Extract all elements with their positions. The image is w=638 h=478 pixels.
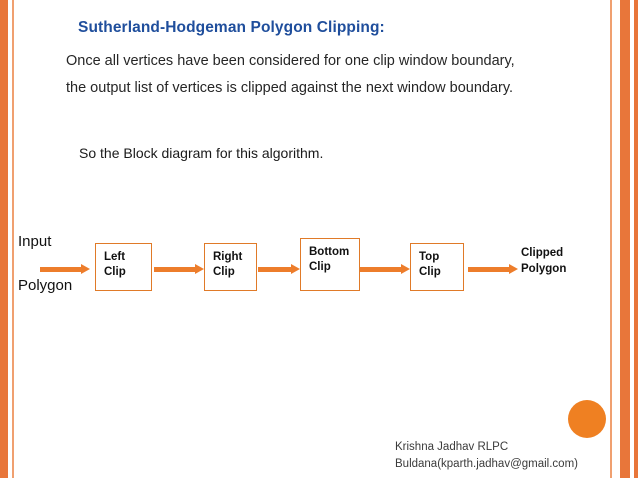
block-bottom-clip-line1: Bottom bbox=[309, 246, 350, 258]
right-border-line bbox=[610, 0, 612, 478]
arrow-left-to-right-clip bbox=[154, 264, 204, 274]
right-border-outer bbox=[634, 0, 638, 478]
output-label: Clipped Polygon bbox=[521, 245, 566, 277]
input-label-line1: Input bbox=[18, 233, 52, 250]
footer-line2: Buldana(kparth.jadhav@gmail.com) bbox=[395, 458, 578, 470]
output-label-line1: Clipped bbox=[521, 247, 564, 259]
block-right-clip-line2: Clip bbox=[213, 266, 235, 278]
block-left-clip-line2: Clip bbox=[104, 266, 126, 278]
subtext-paragraph: So the Block diagram for this algorithm. bbox=[79, 145, 324, 161]
block-top-clip: Top Clip bbox=[410, 243, 464, 291]
body-paragraph: Once all vertices have been considered f… bbox=[66, 53, 515, 96]
left-border-line bbox=[12, 0, 14, 478]
arrow-right-to-bottom-clip bbox=[258, 264, 300, 274]
block-left-clip-line1: Left bbox=[104, 251, 126, 263]
block-top-clip-line1: Top bbox=[419, 251, 440, 263]
footer-line1: Krishna Jadhav RLPC bbox=[395, 441, 509, 453]
page-title: Sutherland-Hodgeman Polygon Clipping: bbox=[78, 19, 385, 36]
arrow-top-clip-to-output bbox=[468, 264, 518, 274]
decorative-circle bbox=[568, 400, 606, 438]
footer-credit: Krishna Jadhav RLPC Buldana(kparth.jadha… bbox=[395, 439, 578, 473]
block-right-clip-line1: Right bbox=[213, 251, 243, 263]
block-right-clip: Right Clip bbox=[204, 243, 257, 291]
block-top-clip-line2: Clip bbox=[419, 266, 441, 278]
input-label-line2: Polygon bbox=[18, 277, 73, 294]
output-label-line2: Polygon bbox=[521, 263, 567, 275]
left-border-band bbox=[0, 0, 8, 478]
left-border-gap bbox=[8, 0, 12, 478]
arrow-bottom-to-top-clip bbox=[360, 264, 410, 274]
arrow-input-to-left-clip bbox=[40, 264, 90, 274]
block-left-clip: Left Clip bbox=[95, 243, 152, 291]
block-bottom-clip: Bottom Clip bbox=[300, 238, 360, 291]
block-bottom-clip-line2: Clip bbox=[309, 261, 331, 273]
right-border-band bbox=[620, 0, 630, 478]
